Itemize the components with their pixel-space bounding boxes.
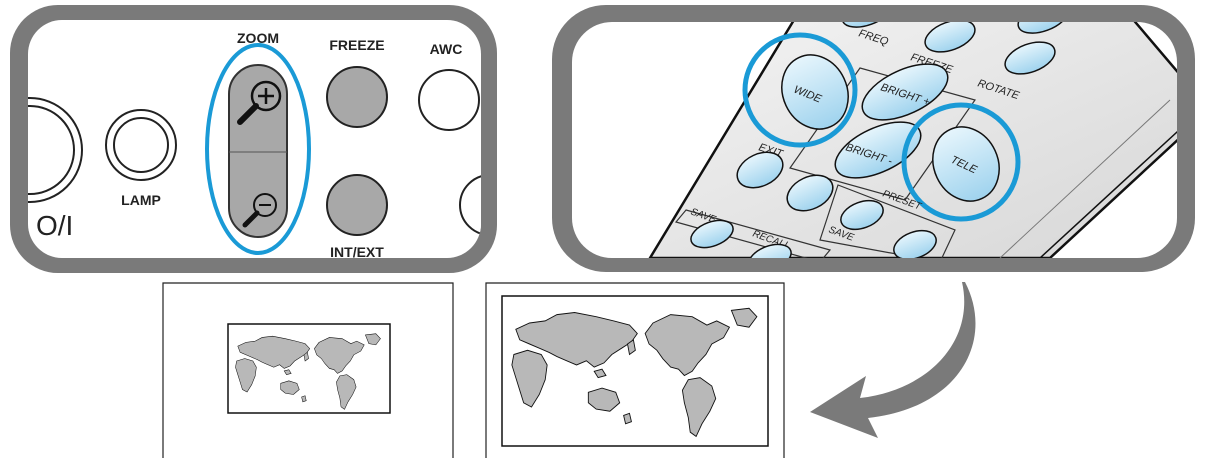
power-label: O/I	[36, 210, 73, 241]
remote-control-view: FREQ SX3 FREEZE ROTATE BRIGHT + BRIGHT -…	[552, 0, 1205, 277]
awc-button[interactable]	[419, 70, 479, 130]
screen-after-zoom	[486, 283, 784, 458]
screen-before-zoom	[163, 283, 453, 458]
awc-label: AWC	[430, 41, 463, 57]
control-panel-view: O/I LAMP ZOOM	[0, 5, 520, 273]
int-ext-label: INT/EXT	[330, 244, 384, 260]
freeze-button[interactable]	[327, 67, 387, 127]
lamp-button[interactable]	[106, 110, 176, 180]
int-ext-button[interactable]	[327, 175, 387, 235]
freeze-label: FREEZE	[329, 37, 384, 53]
lamp-label: LAMP	[121, 192, 161, 208]
curved-arrow-icon	[810, 282, 975, 438]
